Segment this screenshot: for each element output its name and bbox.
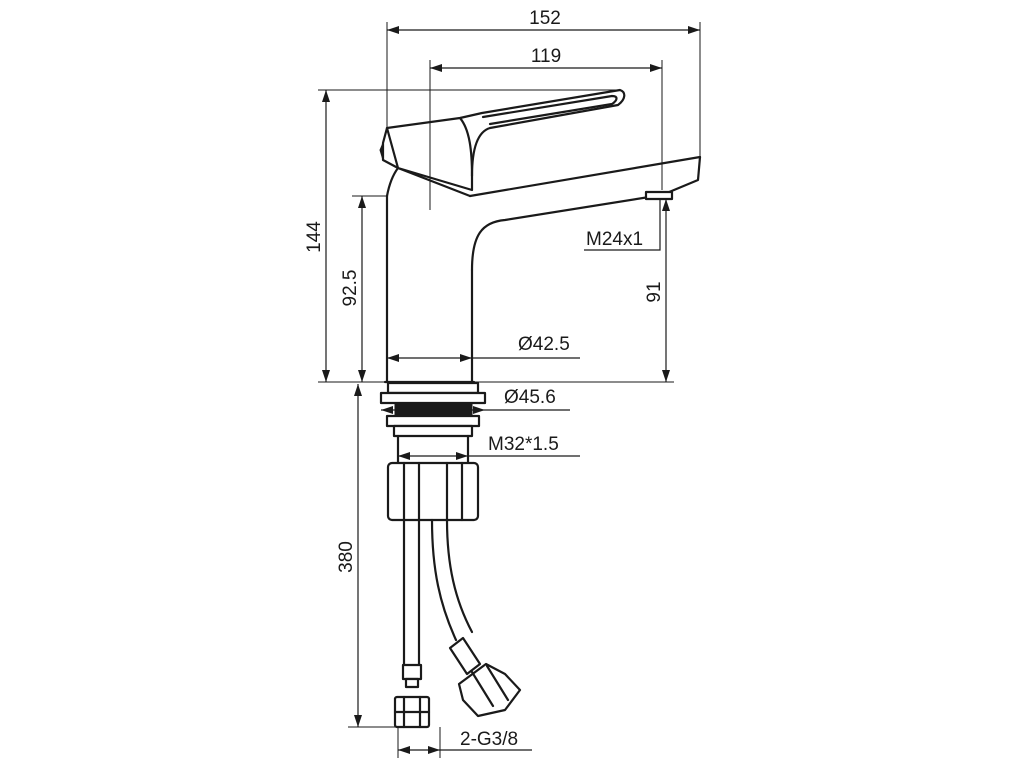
lever-handle	[379, 88, 626, 192]
dim-m24x1-label: M24x1	[586, 229, 643, 250]
dim-d45-6-label: Ø45.6	[504, 387, 556, 408]
dim-380-label: 380	[336, 541, 357, 573]
dim-144-label: 144	[304, 221, 325, 253]
dim-m32-label: M32*1.5	[488, 434, 559, 455]
dimension-m32: M32*1.5	[397, 434, 580, 462]
aerator	[644, 190, 674, 201]
dimension-g3-8: 2-G3/8	[397, 727, 532, 758]
supply-hoses	[393, 518, 522, 729]
dim-g3-8-label: 2-G3/8	[460, 729, 518, 750]
dim-91-label: 91	[644, 281, 665, 302]
dim-152-label: 152	[529, 8, 561, 29]
dimension-119: 119	[429, 46, 663, 210]
dimension-d42-5: Ø42.5	[387, 334, 580, 362]
dimension-152: 152	[386, 8, 701, 157]
dimension-144: 144	[304, 89, 620, 383]
dimension-d45-6: Ø45.6	[381, 387, 570, 414]
dim-d42-5-label: Ø42.5	[518, 334, 570, 355]
dim-92-5-label: 92.5	[340, 270, 361, 307]
mounting-assembly	[379, 381, 487, 522]
dimension-380: 380	[336, 384, 395, 728]
dimension-92-5: 92.5	[340, 195, 387, 382]
dimension-91: 91	[474, 199, 674, 383]
dimension-m24x1: M24x1	[584, 199, 661, 251]
mounting-nut	[386, 461, 480, 522]
dim-119-label: 119	[531, 46, 561, 67]
